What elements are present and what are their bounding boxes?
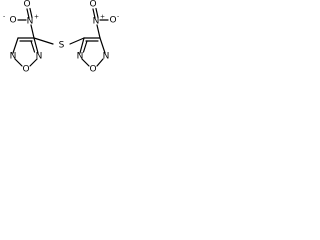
charge-left-nitro-plus: +	[34, 14, 39, 21]
bond-right-nitro-o-top-double	[95, 7, 99, 19]
atom-left-ring-n-right: N	[36, 52, 43, 62]
bond-left-c2-n-double	[30, 40, 36, 53]
bond-left-c2-n	[33, 37, 39, 54]
bonds	[12, 7, 109, 67]
bond-left-c1-n	[12, 37, 19, 54]
bond-left-nitro-o-top-double	[29, 7, 33, 19]
atom-left-ring-o: O	[22, 65, 29, 75]
charge-right-nitro-minus: -	[117, 14, 119, 21]
bond-right-c2-n	[99, 37, 106, 54]
charge-right-nitro-plus: +	[100, 14, 105, 21]
atom-left-nitro-o-side: O	[9, 16, 16, 26]
bond-left-n-o	[14, 58, 23, 67]
bond-left-c-nitro	[30, 24, 35, 39]
charge-left-nitro-minus: -	[3, 14, 5, 21]
atom-right-nitro-o-top: O	[89, 0, 96, 10]
bond-right-c-nitro	[96, 24, 101, 39]
bond-right-nitro-o-top	[92, 8, 96, 19]
atom-left-nitro-n: N	[27, 17, 34, 27]
bond-right-c1-n-double	[82, 40, 88, 53]
atom-right-ring-n-right: N	[103, 52, 110, 62]
bond-left-c-s	[33, 37, 54, 45]
atom-right-nitro-n: N	[93, 17, 100, 27]
bond-right-o-n	[96, 58, 104, 67]
atom-right-nitro-o-side: O	[109, 16, 116, 26]
bond-left-nitro-o-top	[26, 8, 30, 19]
bond-right-n-o	[81, 58, 90, 67]
atom-right-ring-o: O	[89, 65, 96, 75]
bond-s-right-c	[69, 37, 85, 45]
atoms: S N + O O - N O N N + O O - N O N	[3, 0, 119, 75]
atom-right-ring-n-left: N	[77, 52, 84, 62]
atom-left-nitro-o-top: O	[23, 0, 30, 10]
bond-left-o-n	[29, 58, 38, 67]
chemical-structure: S N + O O - N O N N + O O - N O N	[3, 0, 119, 75]
atom-sulfur: S	[59, 41, 65, 51]
bond-right-c1-n	[79, 37, 85, 54]
atom-left-ring-n-left: N	[10, 52, 17, 62]
